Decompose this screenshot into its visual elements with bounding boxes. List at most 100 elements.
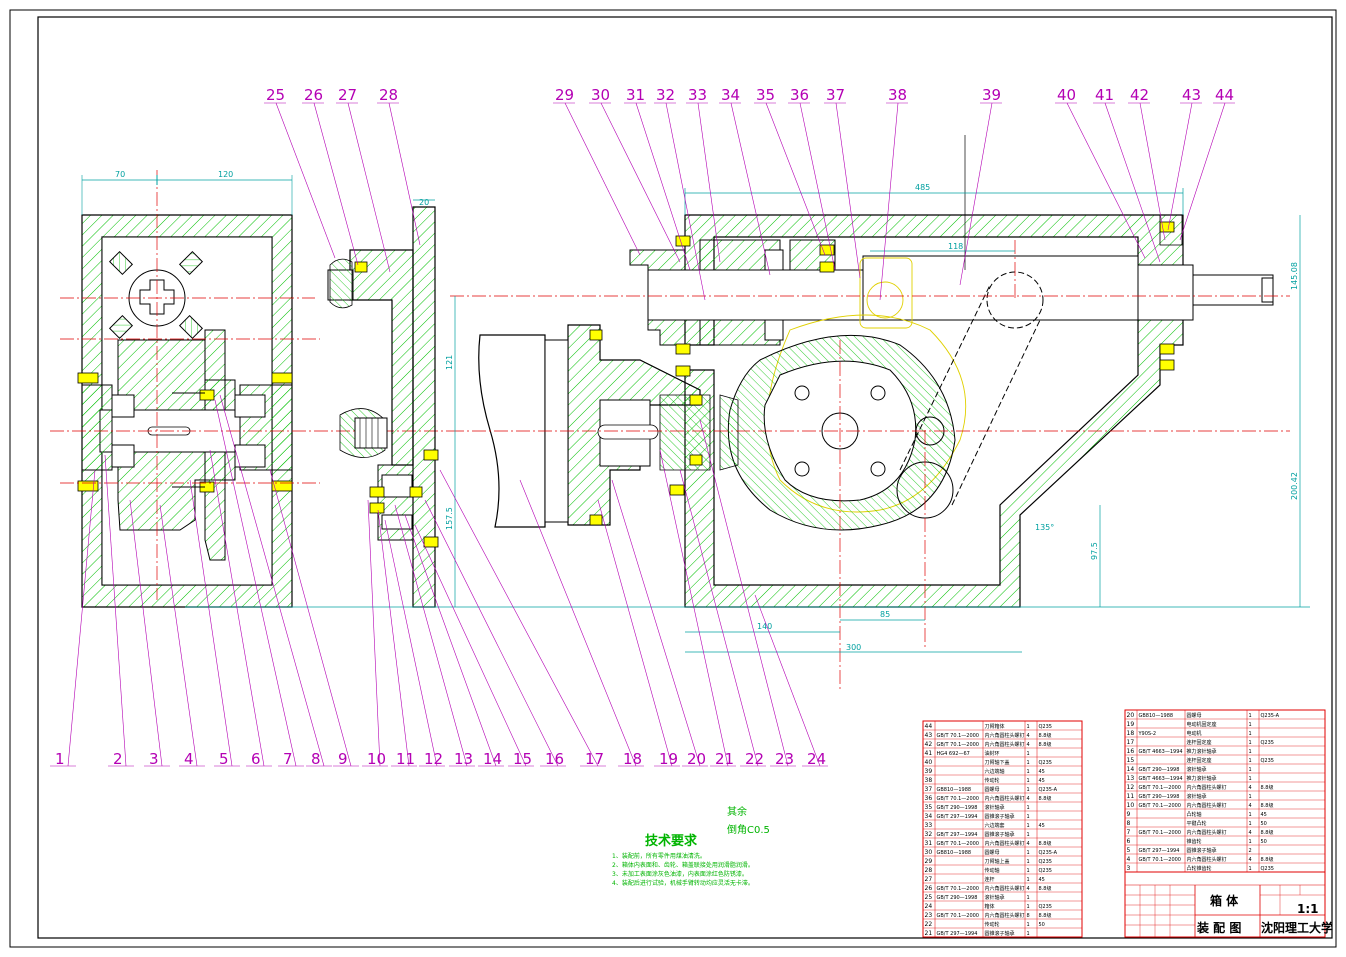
bom-mat: 50 — [1039, 922, 1045, 928]
balloon-38: 38 — [888, 86, 907, 104]
balloon-30: 30 — [591, 86, 610, 104]
bom-mat: 8.8级 — [1261, 829, 1274, 836]
bom-qty: 1 — [1027, 751, 1030, 757]
bom-qty: 2 — [1249, 848, 1252, 854]
balloon-40: 40 — [1057, 86, 1076, 104]
bom-no: 9 — [1127, 811, 1131, 818]
bom-std: GB/T 290—1998 — [937, 895, 978, 901]
bom-no: 24 — [925, 903, 933, 910]
bom-std: GB/T 70.1—2000 — [1139, 785, 1182, 791]
bom-name: 六边端套 — [985, 822, 1005, 829]
bom-no: 15 — [1127, 757, 1135, 764]
bom-name: 推力滚针轴承 — [1187, 748, 1217, 755]
dim-200-42: 200.42 — [1290, 472, 1299, 500]
bom-mat: 50 — [1261, 821, 1267, 827]
title-drawing-type: 装 配 图 — [1196, 920, 1241, 935]
bom-name: 圆螺母 — [985, 849, 1000, 856]
balloon-12: 12 — [424, 750, 443, 768]
bom-name: 内六角圆柱头螺钉 — [1187, 829, 1227, 836]
dim-300: 300 — [846, 643, 861, 652]
bom-std: GB810—1988 — [937, 787, 972, 793]
bom-no: 7 — [1127, 829, 1131, 836]
tech-line-4: 4、装配后进行试验，机械手臂转动均应灵活无卡滞。 — [612, 879, 754, 887]
bom-mat: Q235 — [1039, 724, 1052, 730]
bom-mat: Q235 — [1261, 740, 1274, 746]
bom-no: 35 — [925, 804, 933, 811]
bom-mat: Q235 — [1039, 868, 1052, 874]
balloon-18: 18 — [623, 750, 642, 768]
balloon-21: 21 — [715, 750, 734, 768]
bom-no: 13 — [1127, 775, 1135, 782]
bom-no: 10 — [1127, 802, 1135, 809]
bom-name: 刀臂轴上盖 — [985, 858, 1010, 865]
bom-qty: 1 — [1027, 859, 1030, 865]
bom-qty: 4 — [1249, 830, 1252, 836]
bom-qty: 4 — [1249, 857, 1252, 863]
bom-mat: 50 — [1261, 839, 1267, 845]
bom-mat: 8.8级 — [1039, 912, 1052, 919]
bom-qty: 1 — [1027, 760, 1030, 766]
dim-97-5: 97.5 — [1090, 542, 1099, 560]
bom-qty: 8 — [1027, 913, 1030, 919]
balloon-31: 31 — [626, 86, 645, 104]
bom-no: 25 — [925, 894, 933, 901]
bom-no: 8 — [1127, 820, 1131, 827]
bom-name: 滚针轴承 — [985, 894, 1005, 901]
tech-line-2: 2、箱体内表面和、齿轮、箱盖联接处用润滑脂润滑。 — [612, 861, 754, 869]
bom-no: 43 — [925, 732, 933, 739]
outer-frame — [9, 9, 1337, 948]
bom-qty: 1 — [1249, 866, 1252, 872]
bom-name: 刀臂箱体 — [985, 723, 1005, 730]
bom-qty: 4 — [1027, 733, 1030, 739]
bom-std: GB/T 297—1994 — [937, 931, 978, 937]
bom-no: 39 — [925, 768, 933, 775]
bom-mat: Q235 — [1039, 760, 1052, 766]
bom-mat: 45 — [1039, 823, 1045, 829]
bom-name: 内六角圆柱头螺钉 — [1187, 784, 1227, 791]
bom-qty: 1 — [1027, 904, 1030, 910]
bom-name: 内六角圆柱头螺钉 — [985, 732, 1025, 739]
dim-157-5: 157.5 — [445, 507, 454, 530]
balloon-24: 24 — [807, 750, 826, 768]
bom-name: 六边端轴 — [985, 768, 1005, 775]
bom-qty: 1 — [1249, 767, 1252, 773]
bom-name: 连杆 — [985, 876, 995, 883]
bom-std: GB/T 70.1—2000 — [937, 733, 980, 739]
balloon-42: 42 — [1130, 86, 1149, 104]
balloon-34: 34 — [721, 86, 740, 104]
bom-qty: 1 — [1027, 922, 1030, 928]
bom-qty: 1 — [1249, 812, 1252, 818]
main-housing-view: 485 118 140 300 85 97.5 145.08 200.42 15… — [185, 135, 1310, 690]
bom-name: 锥齿轮 — [1187, 838, 1202, 845]
bom-mat: Q235 — [1039, 904, 1052, 910]
bom-name: 电动机 — [1187, 730, 1202, 737]
bom-mat: 8.8级 — [1261, 802, 1274, 809]
bom-qty: 1 — [1249, 794, 1252, 800]
bom-no: 30 — [925, 849, 933, 856]
bom-mat: 45 — [1039, 769, 1045, 775]
bom-std: GB810—1988 — [937, 850, 972, 856]
bom-no: 20 — [1127, 712, 1135, 719]
bom-qty: 1 — [1027, 787, 1030, 793]
balloon-3: 3 — [149, 750, 159, 768]
bom-qty: 1 — [1249, 758, 1252, 764]
bom-no: 16 — [1127, 748, 1135, 755]
